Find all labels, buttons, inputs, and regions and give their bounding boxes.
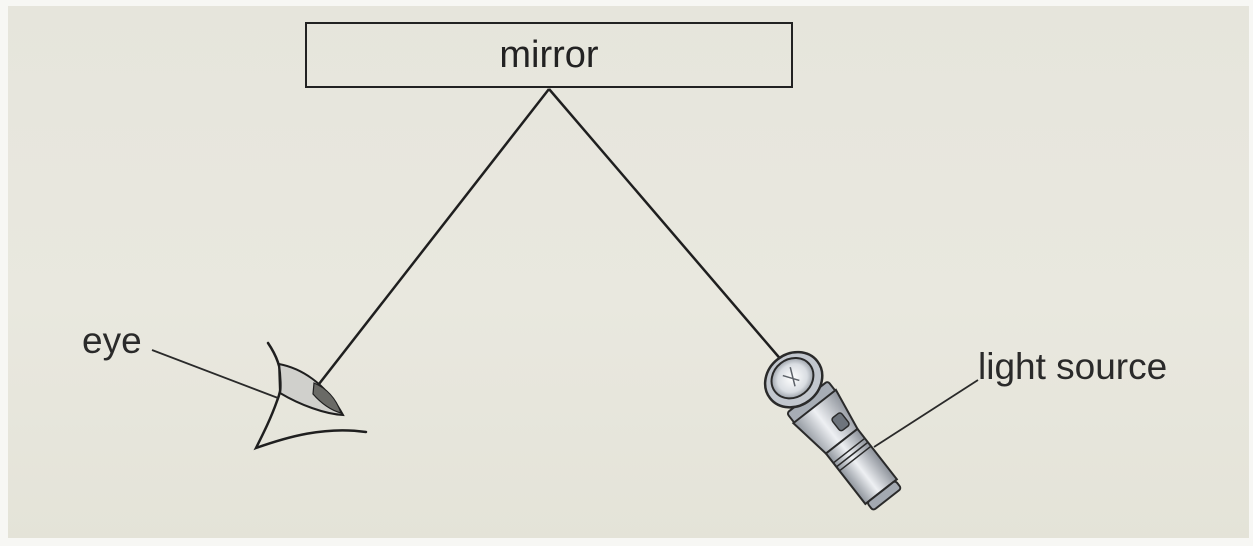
flashlight-icon [754, 341, 911, 518]
reflected-ray [319, 89, 549, 384]
light-source-label-pointer [874, 380, 978, 447]
incident-ray [549, 89, 783, 362]
light-source-label: light source [978, 348, 1167, 385]
eye-label: eye [82, 322, 142, 359]
eye-label-pointer [152, 350, 278, 398]
